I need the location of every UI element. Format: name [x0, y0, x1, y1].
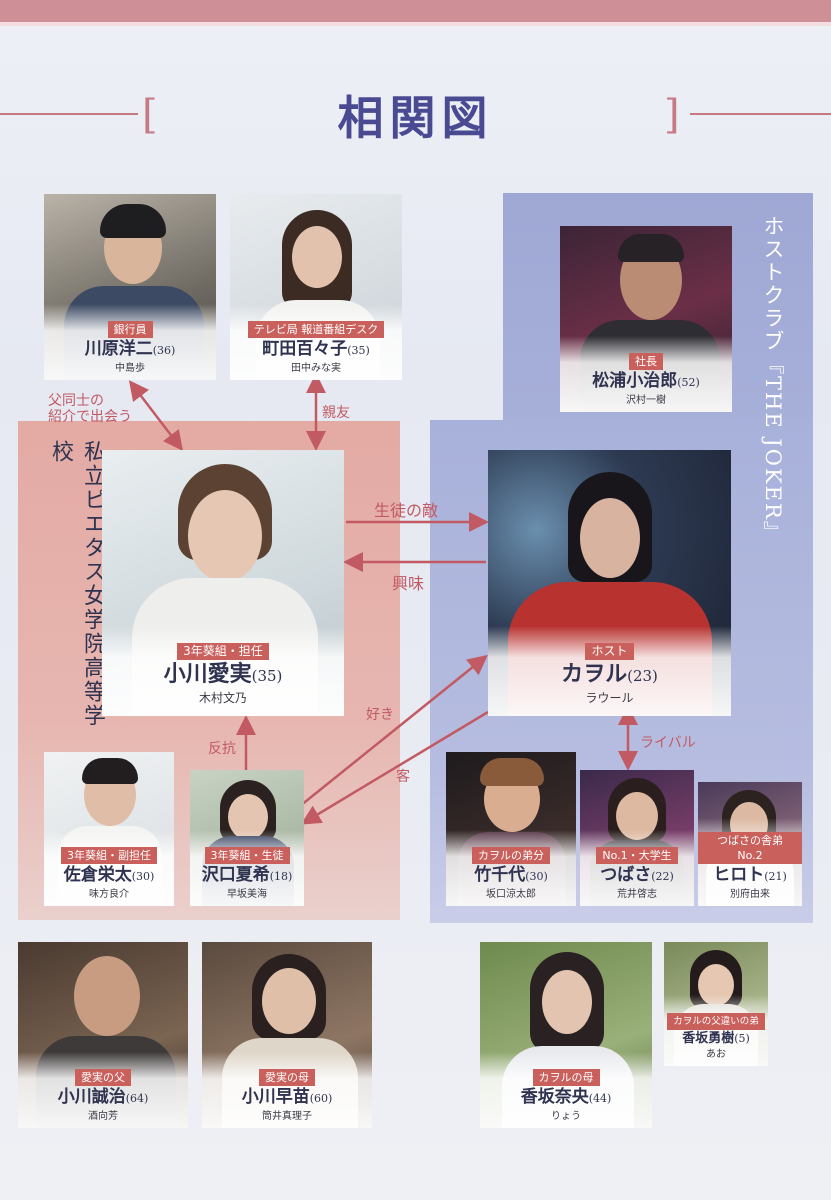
card-hiroto[interactable]: つばさの舎弟 No.2 ヒロト(21) 別府由来	[698, 782, 802, 906]
caption-machida: テレビ局 報道番組デスク 町田百々子(35) 田中みな実	[230, 304, 402, 380]
card-kawahara[interactable]: 銀行員 川原洋二(36) 中島歩	[44, 194, 216, 380]
card-seiji[interactable]: 愛実の父 小川誠治(64) 酒向芳	[18, 942, 188, 1128]
card-matsuura[interactable]: 社長 松浦小治郎(52) 沢村一樹	[560, 226, 732, 412]
name-seiji: 小川誠治(64)	[57, 1087, 149, 1107]
name-nao: 香坂奈央(44)	[520, 1087, 612, 1107]
name-kawahara: 川原洋二(36)	[84, 339, 176, 359]
role-sanae: 愛実の母	[259, 1069, 315, 1086]
title-line-left	[0, 113, 138, 115]
relation-label-rival: ライバル	[640, 735, 696, 751]
card-aimi[interactable]: 3年葵組・担任 小川愛実(35) 木村文乃	[102, 450, 344, 716]
caption-nao: カヲルの母 香坂奈央(44) りょう	[480, 1052, 652, 1128]
actor-yuki: あお	[706, 1049, 726, 1060]
card-yuki[interactable]: カヲルの父違いの弟 香坂勇樹(5) あお	[664, 942, 768, 1066]
name-sawaguchi: 沢口夏希(18)	[201, 865, 293, 885]
caption-seiji: 愛実の父 小川誠治(64) 酒向芳	[18, 1052, 188, 1128]
role-machida: テレビ局 報道番組デスク	[247, 321, 385, 338]
card-sakura[interactable]: 3年葵組・副担任 佐倉栄太(30) 味方良介	[44, 752, 174, 906]
role-hiroto: つばさの舎弟 No.2	[698, 832, 802, 864]
caption-takechiyo: カヲルの弟分 竹千代(30) 坂口涼太郎	[446, 830, 576, 906]
name-sanae: 小川早苗(60)	[241, 1087, 333, 1107]
caption-tsubasa: No.1・大学生 つばさ(22) 荒井啓志	[580, 830, 694, 906]
role-nao: カヲルの母	[532, 1069, 600, 1086]
relation-label-enemy: 生徒の敵	[374, 501, 439, 520]
page-title: 相関図	[337, 91, 494, 145]
top-banner	[0, 0, 831, 22]
actor-sanae: 筒井真理子	[262, 1111, 312, 1122]
caption-sanae: 愛実の母 小川早苗(60) 筒井真理子	[202, 1052, 372, 1128]
caption-yuki: カヲルの父違いの弟 香坂勇樹(5) あお	[664, 995, 768, 1066]
name-sakura: 佐倉栄太(30)	[63, 865, 155, 885]
actor-hiroto: 別府由来	[730, 889, 770, 900]
name-yuki: 香坂勇樹(5)	[682, 1031, 750, 1046]
card-sanae[interactable]: 愛実の母 小川早苗(60) 筒井真理子	[202, 942, 372, 1128]
name-aimi: 小川愛実(35)	[163, 661, 283, 687]
actor-matsuura: 沢村一樹	[626, 395, 666, 406]
card-tsubasa[interactable]: No.1・大学生 つばさ(22) 荒井啓志	[580, 770, 694, 906]
name-takechiyo: 竹千代(30)	[474, 865, 548, 885]
role-aimi: 3年葵組・担任	[177, 643, 269, 660]
caption-sawaguchi: 3年葵組・生徒 沢口夏希(18) 早坂美海	[190, 830, 304, 906]
actor-kaoru: ラウール	[585, 691, 634, 705]
title-bracket-left: [	[142, 92, 158, 138]
name-machida: 町田百々子(35)	[262, 339, 370, 359]
actor-tsubasa: 荒井啓志	[617, 889, 657, 900]
role-matsuura: 社長	[629, 353, 663, 370]
role-sawaguchi: 3年葵組・生徒	[204, 847, 290, 864]
relation-label-rebel: 反抗	[208, 741, 236, 757]
actor-sawaguchi: 早坂美海	[227, 889, 267, 900]
school-label: 私立ピエタス女学院高等学校	[48, 440, 105, 728]
name-kaoru: カヲル(23)	[561, 661, 658, 687]
club-label: ホストクラブ『THE JOKER』	[761, 215, 785, 544]
arrow-natsuki-kaoru	[299, 654, 488, 807]
title-bracket-right: ]	[664, 92, 680, 138]
role-sakura: 3年葵組・副担任	[61, 847, 157, 864]
arrow-kawahara-aimi	[128, 380, 184, 451]
caption-sakura: 3年葵組・副担任 佐倉栄太(30) 味方良介	[44, 830, 174, 906]
actor-nao: りょう	[551, 1111, 581, 1122]
caption-kawahara: 銀行員 川原洋二(36) 中島歩	[44, 304, 216, 380]
role-yuki: カヲルの父違いの弟	[667, 1013, 765, 1030]
role-seiji: 愛実の父	[75, 1069, 131, 1086]
relation-label-customer: 客	[396, 769, 410, 785]
card-kaoru[interactable]: ホスト カヲル(23) ラウール	[488, 450, 731, 716]
actor-kawahara: 中島歩	[115, 363, 145, 374]
name-tsubasa: つばさ(22)	[600, 865, 674, 885]
role-kawahara: 銀行員	[107, 321, 153, 338]
relation-label-kawahara: 父同士の 紹介で出会う	[48, 393, 132, 425]
role-kaoru: ホスト	[585, 643, 634, 660]
role-tsubasa: No.1・大学生	[596, 847, 678, 864]
caption-matsuura: 社長 松浦小治郎(52) 沢村一樹	[560, 336, 732, 412]
arrow-kaoru-natsuki	[300, 710, 489, 825]
card-sawaguchi[interactable]: 3年葵組・生徒 沢口夏希(18) 早坂美海	[190, 770, 304, 906]
relation-label-like: 好き	[366, 707, 394, 723]
actor-takechiyo: 坂口涼太郎	[486, 889, 536, 900]
actor-seiji: 酒向芳	[88, 1111, 118, 1122]
name-hiroto: ヒロト(21)	[713, 865, 787, 885]
actor-aimi: 木村文乃	[198, 691, 247, 705]
card-machida[interactable]: テレビ局 報道番組デスク 町田百々子(35) 田中みな実	[230, 194, 402, 380]
card-takechiyo[interactable]: カヲルの弟分 竹千代(30) 坂口涼太郎	[446, 752, 576, 906]
caption-kaoru: ホスト カヲル(23) ラウール	[488, 626, 731, 716]
name-matsuura: 松浦小治郎(52)	[592, 371, 700, 391]
relation-label-machida: 親友	[322, 405, 350, 421]
actor-machida: 田中みな実	[291, 363, 341, 374]
caption-aimi: 3年葵組・担任 小川愛実(35) 木村文乃	[102, 626, 344, 716]
card-nao[interactable]: カヲルの母 香坂奈央(44) りょう	[480, 942, 652, 1128]
actor-sakura: 味方良介	[89, 889, 129, 900]
caption-hiroto: つばさの舎弟 No.2 ヒロト(21) 別府由来	[698, 818, 802, 906]
role-takechiyo: カヲルの弟分	[472, 847, 550, 864]
title-line-right	[690, 113, 831, 115]
relation-label-interest: 興味	[392, 574, 425, 593]
top-banner-edge	[0, 22, 831, 26]
